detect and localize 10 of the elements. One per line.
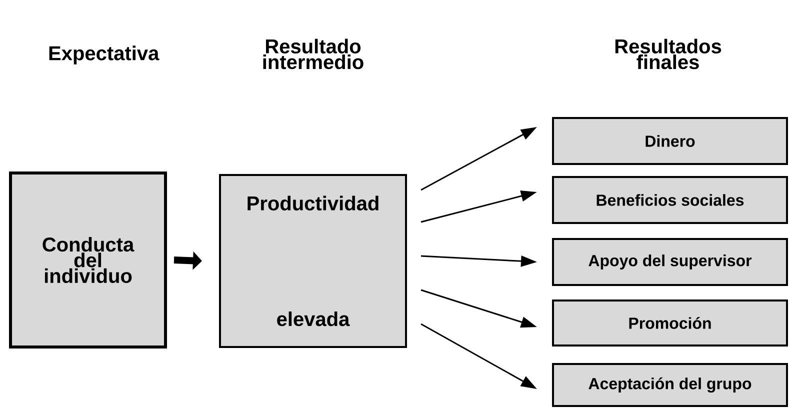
column-heading: Resultado intermedio	[263, 38, 364, 70]
outcome-box: Promoción	[552, 300, 788, 346]
outcome-box: Beneficios sociales	[552, 176, 788, 224]
process-box: Conducta del individuo	[9, 172, 167, 348]
outcome-box: Dinero	[552, 117, 788, 165]
column-heading: Resultados finales	[615, 38, 722, 70]
process-box: Productividad elevada	[219, 174, 407, 348]
outcome-box: Aceptación del grupo	[552, 363, 788, 407]
outcome-box: Apoyo del supervisor	[552, 238, 788, 286]
column-heading: Expectativa	[49, 46, 160, 64]
